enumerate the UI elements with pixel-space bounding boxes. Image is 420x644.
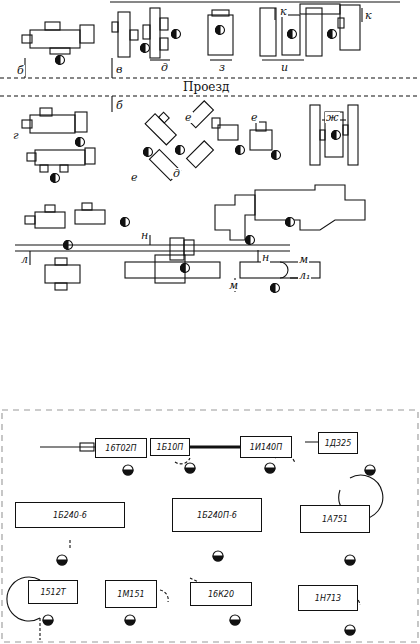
dimension-letter: в xyxy=(115,64,123,75)
machine-model: 1М151 xyxy=(117,590,144,599)
machine-outline xyxy=(310,105,358,165)
dimension-letter: н xyxy=(261,252,270,263)
machine-box: 16К20 xyxy=(190,582,252,606)
machine-model: 16Т02П xyxy=(105,444,136,453)
dimension-letter: е xyxy=(184,112,193,123)
dimension-letter: л₁ xyxy=(298,270,311,281)
machine-model: 1Б240-6 xyxy=(53,511,87,520)
dimension-letter: м xyxy=(298,254,309,265)
machine-model: 1512Т xyxy=(40,588,65,597)
dimension-letter: к xyxy=(279,6,288,17)
machine-box: 16Т02П xyxy=(95,438,147,458)
machine-model: 1Б240П-6 xyxy=(197,511,237,520)
dimension-letter: ж xyxy=(325,112,340,123)
dimension-letter: н xyxy=(140,230,149,241)
dimension-letter: б xyxy=(115,100,124,111)
dimension-letter: з xyxy=(218,62,226,73)
machine-outline xyxy=(260,4,360,56)
machine-outline xyxy=(212,118,272,150)
machine-box: 1И140П xyxy=(240,436,292,458)
dimension-letter: д xyxy=(172,168,181,179)
machine-box: 1Б10П xyxy=(150,438,190,456)
dimension-letter: г xyxy=(12,130,20,141)
machine-box: 1Б240П-6 xyxy=(172,498,262,532)
machine-box: 1Н713 xyxy=(298,585,358,611)
dimension-letter: и xyxy=(280,62,289,73)
machine-model: 1Н713 xyxy=(315,594,341,603)
road-label: Проезд xyxy=(180,81,232,94)
machine-box: 1М151 xyxy=(105,580,157,608)
machine-outline xyxy=(112,8,168,58)
machine-box: 1Д325 xyxy=(318,432,358,454)
machine-box: 1512Т xyxy=(28,580,78,604)
machine-model: 1Б10П xyxy=(157,443,184,452)
dimension-letter: е xyxy=(130,172,139,183)
dimension-letter: к xyxy=(364,10,373,21)
machine-model: 16К20 xyxy=(208,590,234,599)
machine-outline xyxy=(22,108,95,172)
machine-box: 1А751 xyxy=(300,505,370,533)
machine-model: 1А751 xyxy=(322,515,348,524)
machine-outline xyxy=(145,101,213,181)
machine-model: 1Д325 xyxy=(325,439,352,448)
machine-outline xyxy=(215,185,365,278)
machine-outline xyxy=(25,203,194,290)
dimension-letter: м xyxy=(228,280,239,291)
machine-model: 1И140П xyxy=(250,443,282,452)
dimension-letter: д xyxy=(160,62,169,73)
machine-outline xyxy=(208,10,233,55)
machine-box: 1Б240-6 xyxy=(15,502,125,528)
dimension-letter: л xyxy=(20,254,29,265)
dimension-letter: е xyxy=(250,112,259,123)
dimension-letter: б xyxy=(16,65,25,76)
machine-outline xyxy=(22,22,94,54)
